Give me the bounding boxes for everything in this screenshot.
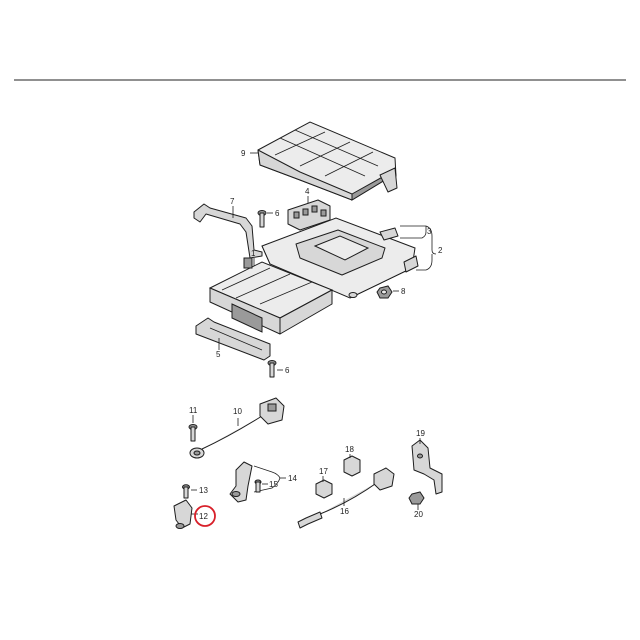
part-16-lambda-probe[interactable] [297,467,395,529]
part-15-bolt[interactable] [254,479,262,493]
part-6-bolt-lower[interactable] [267,360,277,378]
callout-20: 20 [414,510,423,519]
part-17-relay[interactable] [315,479,333,499]
part-10-knock-sensor[interactable] [189,397,285,459]
callout-17: 17 [319,467,328,476]
callout-1: 1 [251,249,256,258]
part-13-bolt[interactable] [182,484,190,499]
part-2-bracket-tray[interactable] [261,217,419,299]
callout-19: 19 [416,429,425,438]
part-18-relay[interactable] [343,455,361,477]
callout-6-upper: 6 [275,209,280,218]
callout-15: 15 [269,480,278,489]
callout-8: 8 [401,287,406,296]
part-12-speed-sensor[interactable] [173,499,193,529]
callout-18: 18 [345,445,354,454]
part-14-sensor-bracket[interactable] [229,461,253,503]
part-9-cover[interactable] [257,121,398,201]
part-1-control-unit[interactable] [208,257,334,335]
callout-7: 7 [230,197,235,206]
callout-12: 12 [199,512,208,521]
callout-3: 3 [427,227,432,236]
callout-6-lower: 6 [285,366,290,375]
part-11-bolt[interactable] [188,424,198,442]
part-20-nut[interactable] [408,491,425,505]
part-19-holder-bracket[interactable] [411,439,443,495]
callout-13: 13 [199,486,208,495]
callout-11: 11 [189,406,198,415]
part-6-bolt-upper[interactable] [257,210,267,228]
part-8-nut[interactable] [376,285,393,299]
callout-4: 4 [305,187,310,196]
callout-5: 5 [216,350,221,359]
callout-14: 14 [288,474,297,483]
part-7-bracket[interactable] [193,203,263,259]
part-5-bottom-plate[interactable] [195,317,271,361]
callout-9: 9 [241,149,246,158]
callout-10: 10 [233,407,242,416]
callout-16: 16 [340,507,349,516]
callout-2: 2 [438,246,443,255]
highlight-ring-12 [194,505,216,527]
